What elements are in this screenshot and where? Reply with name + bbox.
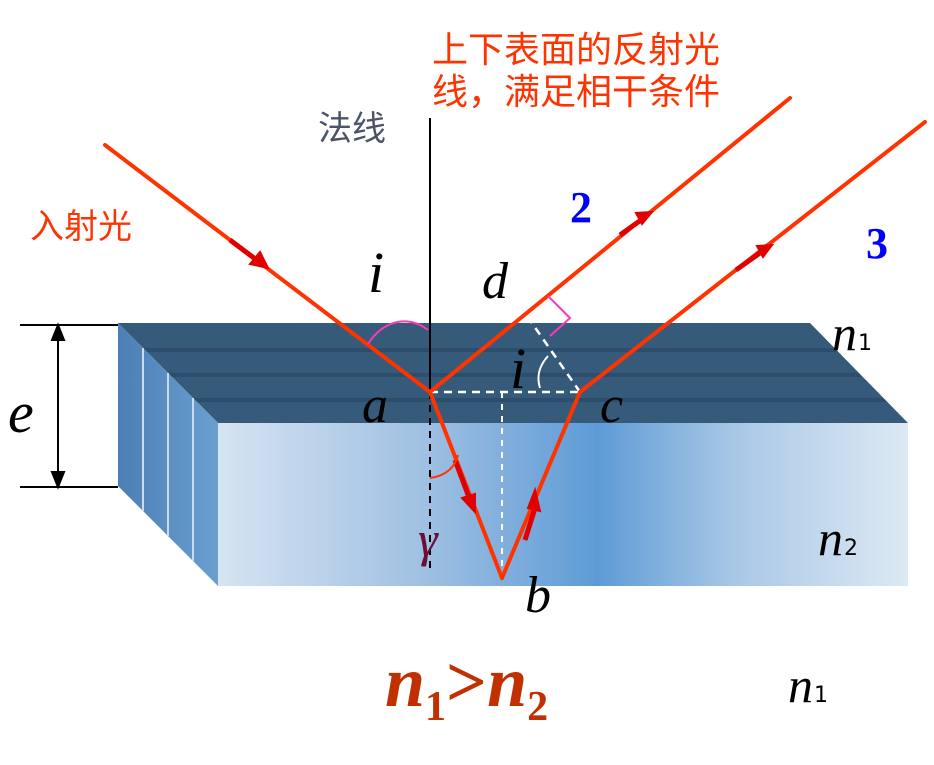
slab-top-stripe	[193, 398, 887, 402]
angle-arc-i2	[537, 355, 549, 389]
ray-3-number: 3	[866, 219, 888, 268]
arrow-ray-2-shaft	[618, 212, 650, 238]
incident-light-label: 入射光	[30, 207, 132, 247]
arrow-incident-shaft	[228, 238, 264, 266]
arrow-ray-3-shaft	[734, 245, 769, 273]
angle-i-label: i	[368, 240, 384, 305]
angle-i2-label: i	[510, 336, 526, 401]
point-b-label: b	[525, 567, 551, 624]
slab-top-stripe	[143, 348, 838, 352]
point-c-label: c	[600, 377, 623, 434]
arrow-bc-shaft	[522, 504, 539, 541]
n1-top-label: n1	[832, 305, 872, 361]
angle-arc-gamma	[429, 454, 459, 479]
n2-label: n2	[818, 510, 858, 566]
ray-arrows	[228, 210, 775, 541]
point-a-label: a	[362, 377, 388, 434]
reflected-ray-2	[428, 96, 792, 394]
arrow-ab-shaft	[452, 459, 473, 501]
n1-bottom-label: n1	[788, 657, 828, 713]
thickness-arrow-up	[50, 322, 66, 341]
reflected-ray-bc	[500, 390, 582, 580]
angle-gamma-label: γ	[418, 511, 439, 567]
thickness-marker	[20, 322, 118, 490]
right-angle-mark	[547, 295, 572, 337]
coherence-note-line2: 线，满足相干条件	[432, 72, 720, 113]
refractive-index-condition: n1>n2	[385, 642, 548, 730]
thickness-arrow-down	[50, 471, 66, 490]
film-slab	[118, 323, 908, 586]
slab-top-stripe	[168, 373, 862, 377]
angle-arc-i	[367, 320, 429, 345]
helper-dashed-cd	[525, 315, 582, 393]
point-d-label: d	[482, 253, 509, 310]
coherence-note-line1: 上下表面的反射光	[432, 30, 720, 71]
normal-label: 法线	[318, 109, 386, 149]
slab-front-face	[218, 423, 908, 586]
ray-2-number: 2	[570, 183, 592, 232]
thickness-e-label: e	[8, 380, 34, 445]
